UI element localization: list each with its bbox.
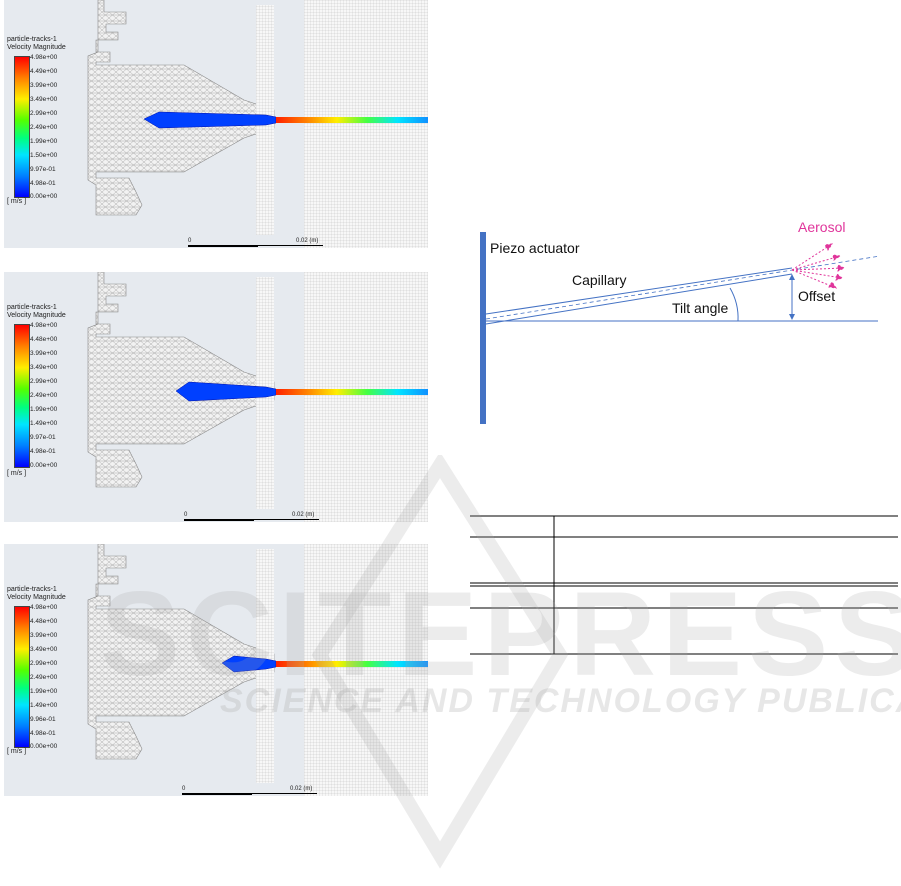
colorbar-tick: 4.98e-01	[30, 730, 56, 737]
scale-bar: 0 0.02 (m)	[184, 512, 319, 522]
colorbar-tick: 4.98e+00	[30, 54, 58, 61]
scale-start-label: 0	[184, 512, 188, 518]
colorbar-tick: 9.96e-01	[30, 716, 56, 723]
scale-bar: 0 0.02 (m)	[188, 238, 323, 248]
schematic-drawing	[480, 232, 881, 424]
colorbar-tick: 1.99e+00	[30, 406, 58, 413]
colorbar-unit: [ m/s ]	[7, 198, 27, 205]
scale-end-label: 0.02 (m)	[292, 512, 315, 518]
simulation-panel-3: particle-tracks-1 Velocity Magnitude 4.9…	[4, 544, 428, 796]
scale-start-label: 0	[182, 786, 186, 792]
watermark-emblem	[311, 455, 569, 869]
legend-subtitle: Velocity Magnitude	[7, 312, 66, 319]
watermark-main: SCITEPRESS	[100, 567, 901, 701]
tilt-angle-label: Tilt angle	[672, 300, 729, 316]
mesh-geometry	[87, 544, 428, 796]
mesh-geometry	[87, 0, 428, 248]
offset-label: Offset	[798, 288, 836, 304]
piezo-actuator-bar	[480, 232, 486, 424]
colorbar-tick: 4.48e+00	[30, 618, 58, 625]
colorbar-tick: 9.97e-01	[30, 166, 56, 173]
colorbar-tick: 2.99e+00	[30, 378, 58, 385]
colorbar-tick: 1.49e+00	[30, 420, 58, 427]
colorbar-tick: 2.49e+00	[30, 124, 58, 131]
colorbar-tick: 2.99e+00	[30, 660, 58, 667]
colorbar-tick: 4.98e-01	[30, 180, 56, 187]
legend-title: particle-tracks-1	[7, 304, 57, 311]
colorbar	[14, 324, 30, 468]
watermark-sub: SCIENCE AND TECHNOLOGY PUBLICATIONS	[220, 682, 901, 720]
colorbar-tick: 2.49e+00	[30, 674, 58, 681]
capillary-schematic: Piezo actuator Capillary Tilt angle Offs…	[480, 218, 890, 428]
colorbar-tick: 4.98e+00	[30, 604, 58, 611]
colorbar-tick: 0.00e+00	[30, 193, 58, 200]
colorbar-unit: [ m/s ]	[7, 470, 27, 477]
table-outline	[470, 515, 898, 655]
scale-end-label: 0.02 (m)	[290, 786, 313, 792]
aerosol-label: Aerosol	[798, 219, 846, 235]
legend-subtitle: Velocity Magnitude	[7, 44, 66, 51]
colorbar-tick: 1.49e+00	[30, 702, 58, 709]
colorbar-tick: 4.49e+00	[30, 68, 58, 75]
colorbar	[14, 606, 30, 748]
legend-title: particle-tracks-1	[7, 36, 57, 43]
scale-end-label: 0.02 (m)	[296, 238, 319, 244]
colorbar-tick: 3.99e+00	[30, 350, 58, 357]
colorbar-tick: 3.99e+00	[30, 82, 58, 89]
simulation-panel-1: particle-tracks-1 Velocity Magnitude 4.9…	[4, 0, 428, 248]
colorbar-tick: 3.49e+00	[30, 364, 58, 371]
colorbar-tick: 2.99e+00	[30, 110, 58, 117]
scale-start-label: 0	[188, 238, 192, 244]
legend-subtitle: Velocity Magnitude	[7, 594, 66, 601]
colorbar-tick: 4.48e+00	[30, 336, 58, 343]
colorbar-tick: 3.49e+00	[30, 646, 58, 653]
colorbar-tick: 2.49e+00	[30, 392, 58, 399]
colorbar-tick: 1.99e+00	[30, 688, 58, 695]
colorbar-tick: 4.98e+00	[30, 322, 58, 329]
colorbar-tick: 9.97e-01	[30, 434, 56, 441]
simulation-panel-2: particle-tracks-1 Velocity Magnitude 4.9…	[4, 272, 428, 522]
capillary-label: Capillary	[572, 272, 627, 288]
colorbar	[14, 56, 30, 198]
legend-title: particle-tracks-1	[7, 586, 57, 593]
colorbar-tick: 4.98e-01	[30, 448, 56, 455]
colorbar-tick: 0.00e+00	[30, 462, 58, 469]
colorbar-tick: 0.00e+00	[30, 743, 58, 750]
scale-bar: 0 0.02 (m)	[182, 786, 317, 796]
colorbar-tick: 1.99e+00	[30, 138, 58, 145]
piezo-actuator-label: Piezo actuator	[490, 240, 580, 256]
mesh-geometry	[87, 272, 428, 522]
colorbar-tick: 3.99e+00	[30, 632, 58, 639]
colorbar-tick: 1.50e+00	[30, 152, 58, 159]
colorbar-unit: [ m/s ]	[7, 748, 27, 755]
colorbar-tick: 3.49e+00	[30, 96, 58, 103]
